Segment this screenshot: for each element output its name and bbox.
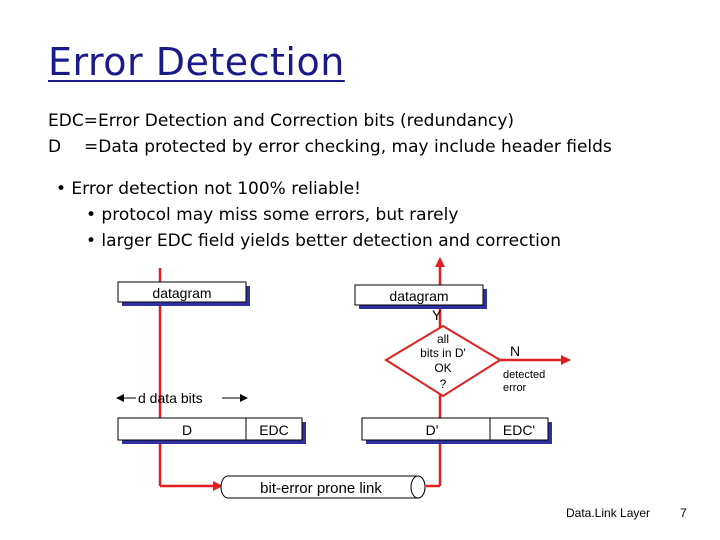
bullet-sub-2: • larger EDC field yields better detecti… — [86, 231, 562, 251]
bullet-sub-1: • protocol may miss some errors, but rar… — [86, 205, 459, 225]
receiver-frame: D' EDC' — [361, 417, 552, 444]
bullet-list: • Error detection not 100% reliable! • p… — [56, 176, 561, 254]
receiver-datagram-label: datagram — [389, 288, 448, 304]
receiver-d-field: D' — [426, 422, 439, 438]
yes-label: Y — [432, 307, 442, 323]
receiver-datagram-box: datagram — [354, 284, 487, 309]
d-data-bits-label: d data bits — [138, 390, 203, 406]
definition-text: Data protected by error checking, may in… — [98, 137, 612, 157]
definition-sep: = — [84, 137, 99, 157]
footer-label: Data.Link Layer — [566, 506, 651, 520]
d-data-bits-annotation: d data bits — [116, 390, 248, 406]
definitions: EDC= Error Detection and Correction bits… — [48, 108, 612, 160]
definition-edc: EDC= Error Detection and Correction bits… — [48, 108, 612, 134]
definition-key: D — [48, 137, 62, 157]
receiver-edc-field: EDC' — [503, 422, 535, 438]
definition-sep: = — [83, 111, 98, 131]
page-number: 7 — [680, 506, 687, 520]
sender-edc-field: EDC — [259, 422, 289, 438]
bit-error-link: bit-error prone link — [220, 475, 426, 499]
slide-title: Error Detection — [48, 40, 345, 84]
detected-error-line-1: detected — [503, 369, 545, 381]
sender-frame: D EDC — [117, 417, 306, 444]
decision-line-3: OK — [434, 361, 451, 375]
decision-line-2: bits in D' — [420, 346, 466, 360]
decision-line-4: ? — [440, 377, 447, 391]
link-label: bit-error prone link — [260, 480, 382, 497]
definition-key: EDC — [48, 111, 84, 131]
sender-d-field: D — [182, 422, 192, 438]
definition-text: Error Detection and Correction bits (red… — [97, 111, 515, 131]
sender-datagram-label: datagram — [152, 285, 211, 301]
sender-datagram-box: datagram — [117, 281, 250, 306]
definition-d: D = Data protected by error checking, may… — [48, 134, 612, 160]
decision-diamond: all bits in D' OK ? — [384, 324, 502, 398]
bullet-main: • Error detection not 100% reliable! — [56, 179, 361, 199]
no-label: N — [510, 343, 520, 359]
decision-line-1: all — [437, 332, 449, 346]
detected-error-line-2: error — [503, 382, 527, 394]
